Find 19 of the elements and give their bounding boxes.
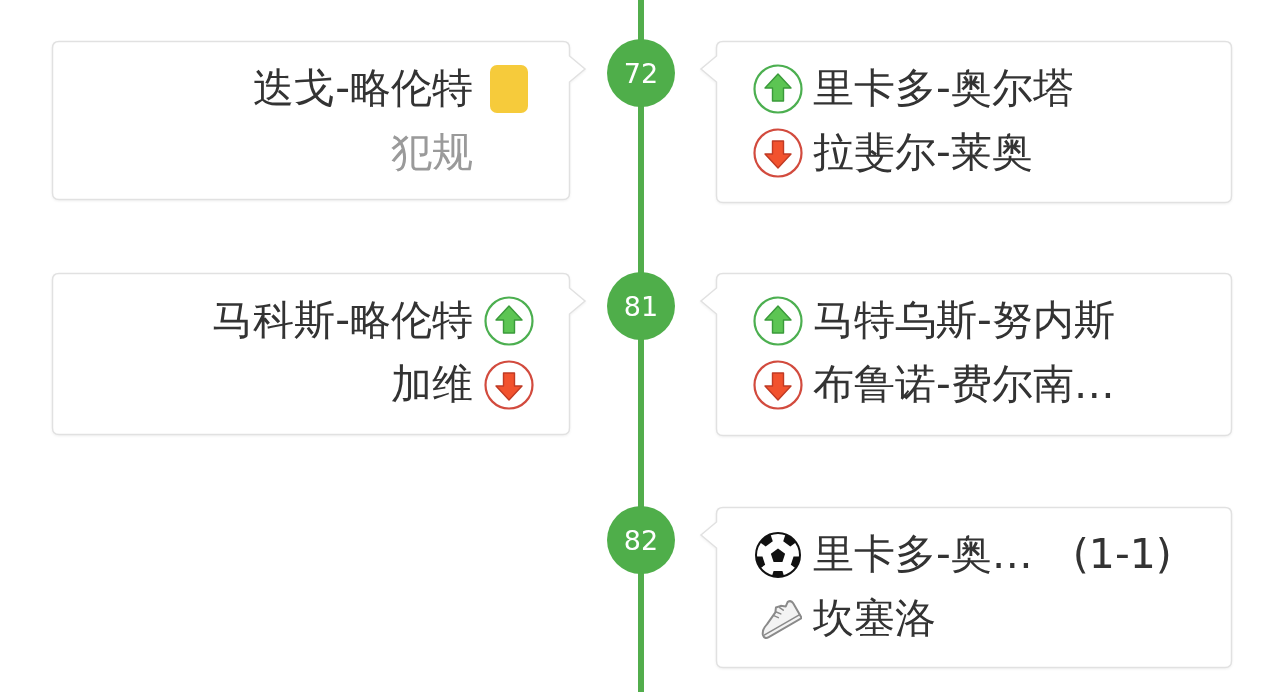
minute-marker: 81	[607, 272, 675, 340]
player-name: 迭戈-略伦特	[253, 65, 473, 113]
foul-note: 犯规	[391, 129, 473, 177]
player-name: 布鲁诺-费尔南…	[813, 361, 1115, 409]
event-card	[700, 273, 1232, 436]
player-name: 拉斐尔-莱奥	[813, 129, 1033, 177]
score: (1-1)	[1072, 531, 1172, 579]
event-card	[700, 507, 1232, 668]
event-card	[700, 41, 1232, 203]
minute-marker: 82	[607, 506, 675, 574]
player-name: 加维	[391, 361, 473, 409]
event-card	[52, 41, 586, 200]
event-card	[52, 273, 586, 435]
player-name: 马科斯-略伦特	[212, 297, 473, 345]
player-name: 坎塞洛	[813, 595, 936, 643]
player-name: 马特乌斯-努内斯	[813, 297, 1115, 345]
player-name: 里卡多-奥尔塔	[813, 65, 1074, 113]
player-name: 里卡多-奥…	[813, 531, 1033, 579]
minute-marker: 72	[607, 39, 675, 107]
